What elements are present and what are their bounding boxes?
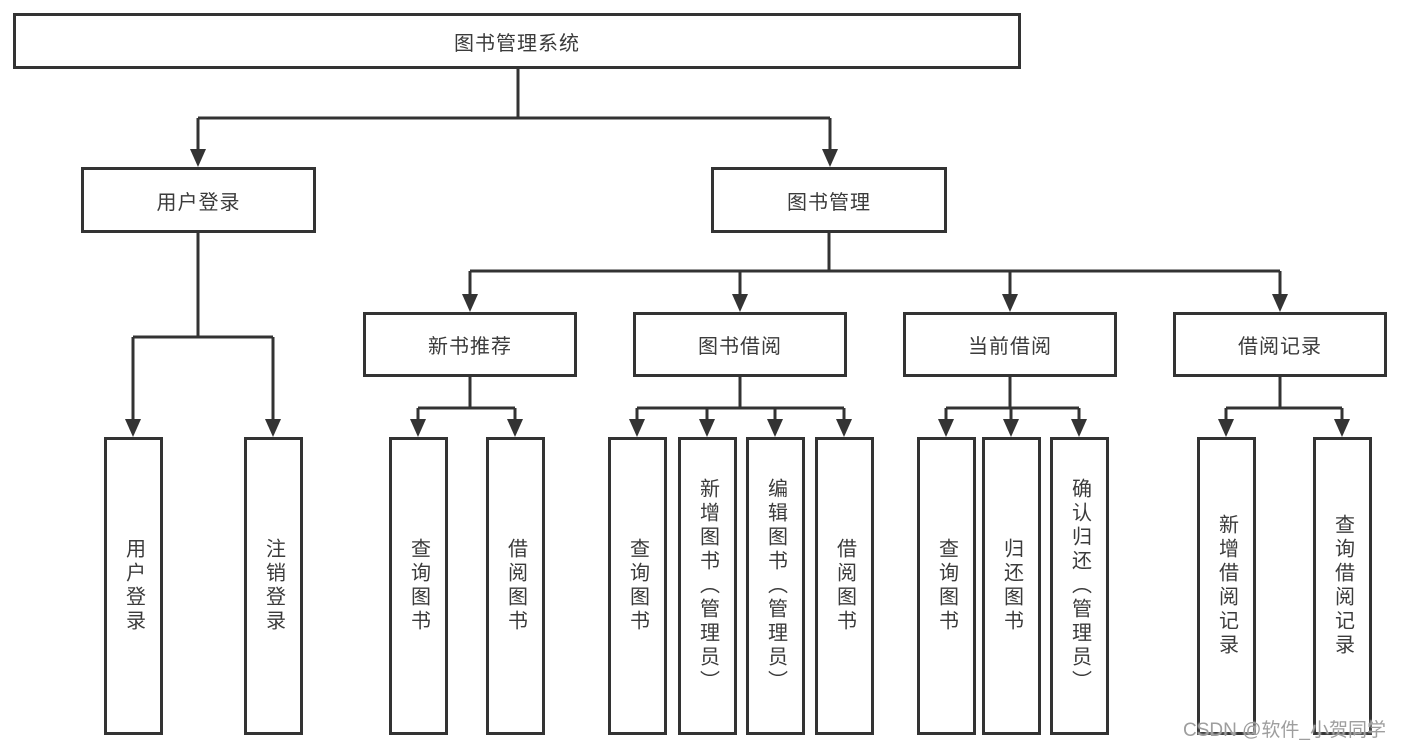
node-user-login: 用户登录: [81, 167, 316, 233]
node-label: 用户登录: [156, 191, 241, 214]
leaf-logout: 注销登录: [244, 437, 303, 735]
arrowheads: [125, 149, 1350, 437]
node-book-management: 图书管理: [711, 167, 947, 233]
node-label: 查询图书: [407, 538, 430, 634]
node-label: 查询借阅记录: [1331, 514, 1354, 658]
node-label: 借阅图书: [504, 538, 527, 634]
csdn-watermark: CSDN @软件_小贺同学: [1183, 720, 1386, 741]
leaf-borrow-books: 借阅图书: [486, 437, 545, 735]
node-book-borrow: 图书借阅: [633, 312, 847, 377]
leaf-query-books-3: 查询图书: [917, 437, 976, 735]
node-label: 借阅图书: [833, 538, 856, 634]
node-label: 用户登录: [122, 538, 145, 634]
node-label: 图书借阅: [698, 336, 782, 358]
node-label: 图书管理系统: [454, 32, 580, 55]
leaf-return-books: 归还图书: [982, 437, 1041, 735]
leaf-query-borrow-record: 查询借阅记录: [1313, 437, 1372, 735]
node-current-borrow: 当前借阅: [903, 312, 1117, 377]
node-label: 当前借阅: [968, 336, 1052, 358]
node-label: 图书管理: [787, 191, 871, 214]
node-new-book-recommend: 新书推荐: [363, 312, 577, 377]
leaf-borrow-books-2: 借阅图书: [815, 437, 874, 735]
leaf-add-books-admin: 新增图书（管理员）: [678, 437, 737, 735]
node-label: 编辑图书（管理员）: [764, 478, 787, 694]
leaf-confirm-return-admin: 确认归还（管理员）: [1050, 437, 1109, 735]
leaf-query-books: 查询图书: [389, 437, 448, 735]
node-label: 新增借阅记录: [1215, 514, 1238, 658]
node-label: 注销登录: [262, 538, 285, 634]
node-label: 借阅记录: [1238, 336, 1322, 358]
node-label: 查询图书: [626, 538, 649, 634]
node-label: 新增图书（管理员）: [696, 478, 719, 694]
leaf-add-borrow-record: 新增借阅记录: [1197, 437, 1256, 735]
node-library-system: 图书管理系统: [13, 13, 1021, 69]
node-label: 归还图书: [1000, 538, 1023, 634]
node-label: 确认归还（管理员）: [1068, 478, 1091, 694]
leaf-query-books-2: 查询图书: [608, 437, 667, 735]
node-label: 查询图书: [935, 538, 958, 634]
node-borrow-records: 借阅记录: [1173, 312, 1387, 377]
leaf-user-login: 用户登录: [104, 437, 163, 735]
leaf-edit-books-admin: 编辑图书（管理员）: [746, 437, 805, 735]
node-label: 新书推荐: [428, 336, 512, 358]
